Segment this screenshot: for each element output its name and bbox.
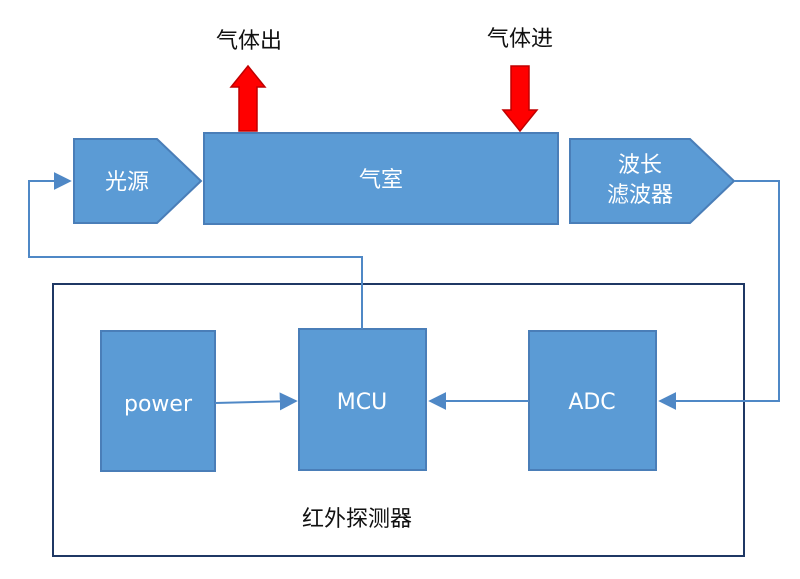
wavelength-filter-block [569, 138, 736, 224]
detector-label: 红外探测器 [302, 507, 412, 532]
light-source-label: 光源 [105, 170, 149, 195]
light-source-block [73, 138, 203, 224]
adc-label: ADC [568, 390, 615, 415]
gas-chamber-label: 气室 [359, 168, 403, 193]
gas-in-arrow [501, 65, 539, 133]
power-block [100, 330, 216, 472]
gas-out-label: 气体出 [216, 29, 282, 54]
power-to-mcu-arrow [214, 392, 298, 411]
mcu-label: MCU [337, 390, 387, 415]
mcu-to-light-source-line [28, 172, 363, 329]
gas-in-label: 气体进 [487, 27, 553, 52]
power-label: power [124, 392, 193, 417]
detector-frame [52, 283, 745, 557]
gas-chamber-block [203, 132, 559, 225]
gas-out-arrow [229, 64, 267, 132]
mcu-block [298, 328, 427, 471]
filter-label-line1: 波长 [618, 153, 662, 178]
filter-label-line2: 滤波器 [607, 183, 673, 208]
filter-to-adc-line [658, 180, 780, 410]
